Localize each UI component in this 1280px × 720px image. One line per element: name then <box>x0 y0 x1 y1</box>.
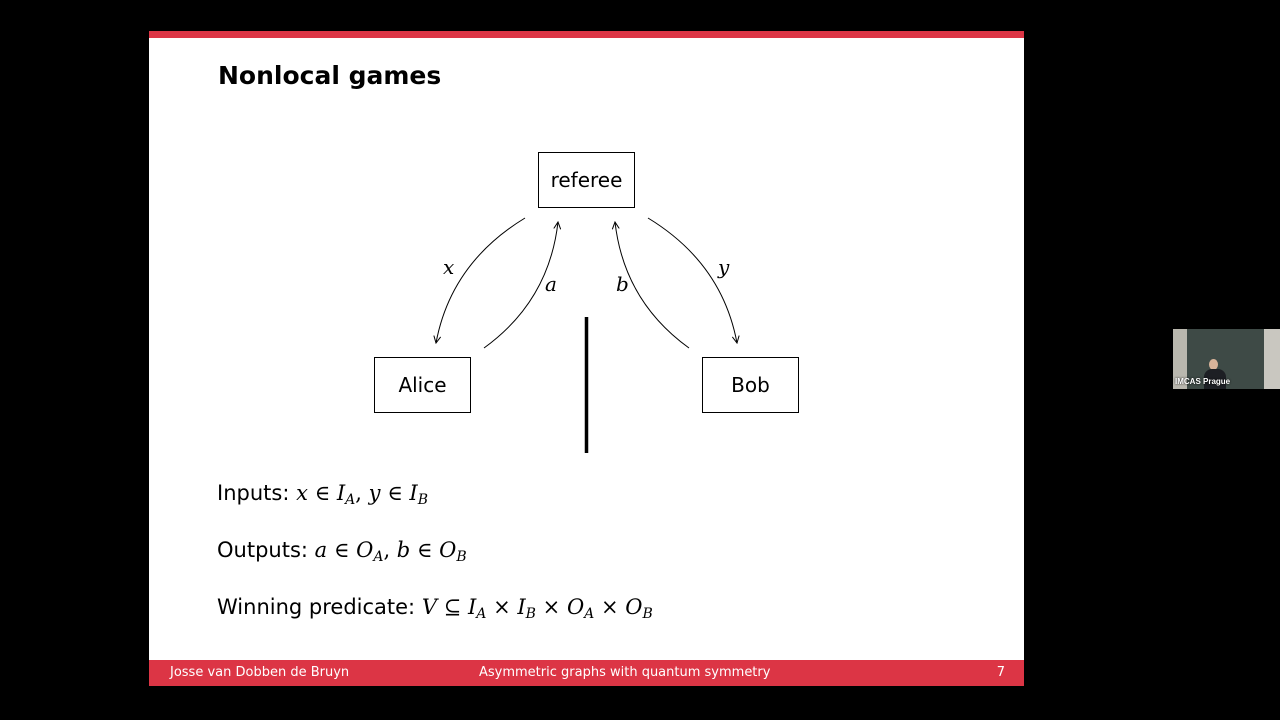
game-diagram: x a b y <box>149 31 1024 660</box>
webcam-thumbnail[interactable]: IMCAS Prague <box>1173 329 1280 389</box>
webcam-wall-right <box>1264 329 1280 389</box>
footer-page-number: 7 <box>997 665 1005 680</box>
label-a: a <box>545 272 557 296</box>
inputs-formula: x ∈ IA, y ∈ IB <box>296 481 428 505</box>
footer-talk-title: Asymmetric graphs with quantum symmetry <box>479 665 770 680</box>
inputs-label: Inputs: <box>217 481 289 505</box>
winning-formula: V ⊆ IA × IB × OA × OB <box>422 595 653 619</box>
outputs-formula: a ∈ OA, b ∈ OB <box>315 538 467 562</box>
outputs-label: Outputs: <box>217 538 308 562</box>
label-y: y <box>717 255 730 279</box>
slide-footer: Josse van Dobben de Bruyn Asymmetric gra… <box>149 660 1024 686</box>
alice-box: Alice <box>374 357 471 413</box>
bob-box: Bob <box>702 357 799 413</box>
referee-box: referee <box>538 152 635 208</box>
label-x: x <box>443 255 454 279</box>
slide: Nonlocal games x a b y referee Alice Bob… <box>149 31 1024 686</box>
label-b: b <box>616 272 629 296</box>
inputs-line: Inputs: x ∈ IA, y ∈ IB <box>217 481 428 508</box>
footer-author: Josse van Dobben de Bruyn <box>170 665 349 680</box>
winning-label: Winning predicate: <box>217 595 415 619</box>
webcam-label: IMCAS Prague <box>1175 377 1230 386</box>
winning-predicate-line: Winning predicate: V ⊆ IA × IB × OA × OB <box>217 595 653 622</box>
outputs-line: Outputs: a ∈ OA, b ∈ OB <box>217 538 467 565</box>
